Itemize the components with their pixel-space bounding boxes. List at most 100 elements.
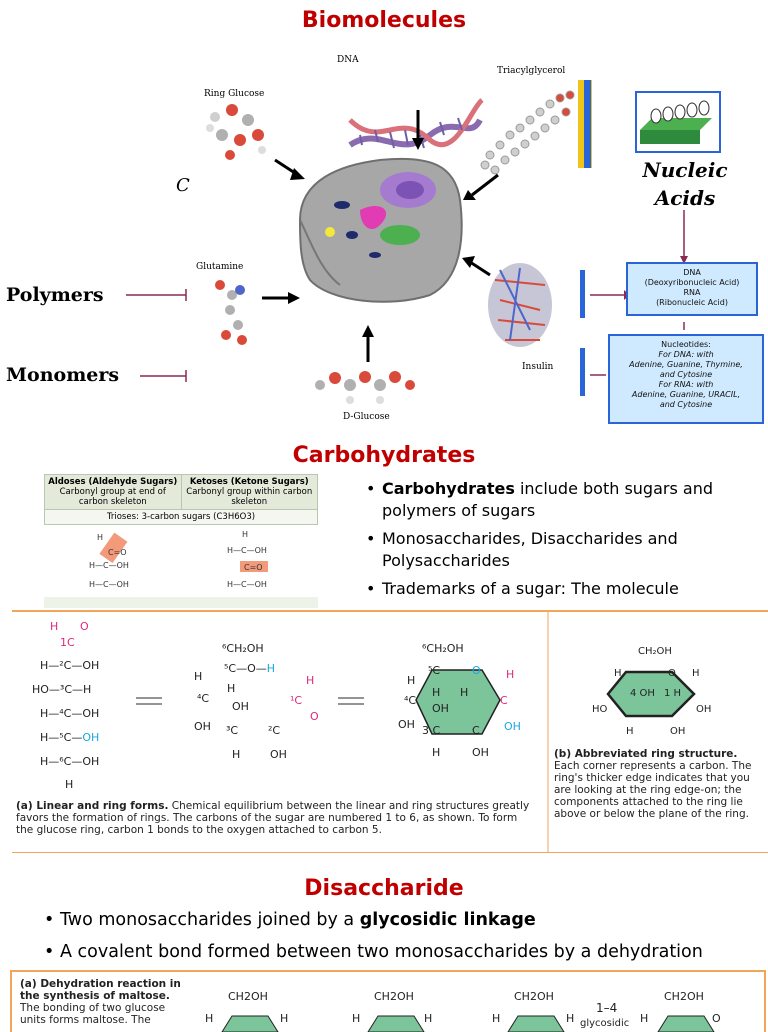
svg-text:H: H — [407, 674, 415, 687]
svg-text:H: H — [232, 748, 240, 761]
svg-text:H—⁵C—OH: H—⁵C—OH — [40, 731, 99, 744]
svg-text:H: H — [626, 726, 634, 737]
ketoses-title: Ketoses (Ketone Sugars) — [189, 477, 309, 487]
bullet-item: Carbohydrates include both sugars and po… — [366, 478, 726, 522]
svg-text:H: H — [566, 1012, 574, 1025]
dna-label: DNA — [337, 55, 359, 65]
maltose-caption: (a) Dehydration reaction in the synthesi… — [20, 978, 190, 1026]
box2-line: For RNA: with — [658, 380, 714, 389]
svg-text:OH: OH — [270, 748, 287, 761]
sugar-table: Aldoses (Aldehyde Sugars) Carbonyl group… — [44, 474, 318, 608]
ch2oh-label: CH2OH — [228, 990, 268, 1003]
svg-text:1C: 1C — [60, 636, 75, 649]
triacylglycerol-label: Triacylglycerol — [497, 66, 566, 76]
biomolecules-title: Biomolecules — [301, 8, 467, 33]
svg-text:H—C—OH: H—C—OH — [89, 561, 129, 570]
box2-line: and Cytosine — [659, 370, 713, 379]
box2-line: Adenine, Guanine, Thymine, — [629, 360, 743, 369]
svg-text:HO—³C—H: HO—³C—H — [32, 683, 91, 696]
bullet-text: A covalent bond formed between two monos… — [60, 942, 703, 962]
svg-text:OH: OH — [696, 704, 711, 715]
svg-text:H: H — [242, 530, 248, 539]
nucleic-acid-icon — [635, 91, 721, 153]
caption-a-text: Chemical equilibrium between the linear … — [16, 800, 530, 836]
svg-text:H: H — [227, 682, 235, 695]
svg-text:H: H — [506, 668, 514, 681]
bullet-bold: Carbohydrates — [382, 479, 515, 498]
svg-text:O: O — [712, 1012, 721, 1025]
svg-text:1 H: 1 H — [664, 688, 681, 699]
caption-a-bold: (a) Linear and ring forms. — [16, 800, 169, 812]
svg-text:OH: OH — [194, 720, 211, 733]
svg-text:H: H — [640, 1012, 648, 1025]
linkage-number: 1–4 — [596, 1001, 617, 1015]
caption-abbreviated-ring: (b) Abbreviated ring structure. Each cor… — [554, 748, 764, 820]
svg-text:⁶CH₂OH: ⁶CH₂OH — [222, 642, 264, 655]
carbohydrates-title: Carbohydrates — [292, 443, 476, 468]
d-glucose-image — [315, 371, 415, 404]
bullet-item: •A covalent bond formed between two mono… — [44, 942, 703, 962]
ketoses-header: Ketoses (Ketone Sugars) Carbonyl group w… — [180, 474, 318, 510]
svg-text:CH₂OH: CH₂OH — [638, 646, 672, 657]
bullet-item: Trademarks of a sugar: The molecule — [366, 578, 726, 600]
bullet-text: Monosaccharides, Disaccharides and Polys… — [382, 529, 678, 570]
svg-text:¹C: ¹C — [290, 694, 302, 707]
sugar-table-grid: Aldoses (Aldehyde Sugars) Carbonyl group… — [44, 474, 318, 525]
svg-text:O: O — [668, 668, 676, 679]
svg-text:OH: OH — [472, 746, 489, 759]
svg-text:H: H — [97, 533, 103, 542]
svg-text:H: H — [194, 670, 202, 683]
svg-text:H: H — [65, 778, 73, 791]
svg-text:H: H — [352, 1012, 360, 1025]
svg-text:H—C—OH: H—C—OH — [89, 580, 129, 589]
maltose-structures: CH2OH CH2OH CH2OH CH2OH 1–4 glycosidic H… — [205, 990, 721, 1032]
maltose-caption-bold: (a) Dehydration reaction in the synthesi… — [20, 978, 181, 1002]
svg-text:H—C—OH: H—C—OH — [227, 546, 267, 555]
ring-glucose-image — [206, 104, 266, 160]
svg-text:H: H — [432, 746, 440, 759]
svg-text:4 OH: 4 OH — [630, 688, 655, 699]
nucleic-title-line1: Nucleic — [642, 158, 728, 182]
svg-text:³C: ³C — [226, 724, 238, 737]
box2-line: For DNA: with — [658, 350, 714, 359]
dna-rna-box: DNA (Deoxyribonucleic Acid) RNA (Ribonuc… — [626, 262, 758, 316]
ring-glucose-label: Ring Glucose — [204, 89, 265, 99]
trioses-structures: H C=O H—C—OH H—C—OH H H—C—OH C=O H—C—OH — [44, 525, 318, 597]
caption-linear-ring: (a) Linear and ring forms. Chemical equi… — [16, 800, 536, 836]
svg-text:H—C—OH: H—C—OH — [227, 580, 267, 589]
cell-image — [298, 157, 463, 303]
svg-text:C=O: C=O — [108, 548, 127, 557]
maltose-caption-text: The bonding of two glucose units forms m… — [20, 1002, 166, 1026]
svg-text:OH: OH — [432, 702, 449, 715]
svg-text:H: H — [460, 686, 468, 699]
maltose-figure: (a) Dehydration reaction in the synthesi… — [10, 970, 766, 1032]
nucleic-acids-title: Nucleic Acids — [640, 156, 730, 212]
box2-line: and Cytosine — [659, 400, 713, 409]
glutamine-label: Glutamine — [196, 262, 244, 272]
box1-line: RNA — [683, 288, 701, 297]
svg-text:O: O — [80, 620, 89, 633]
biomolecules-diagram — [126, 80, 721, 404]
disaccharide-title: Disaccharide — [304, 876, 464, 901]
svg-text:C: C — [500, 694, 508, 707]
polymers-label: Polymers — [6, 284, 104, 306]
svg-text:OH: OH — [232, 700, 249, 713]
svg-text:H: H — [205, 1012, 213, 1025]
bullet-bold: glycosidic linkage — [359, 910, 536, 930]
svg-text:OH: OH — [398, 718, 415, 731]
svg-text:C: C — [472, 724, 480, 737]
caption-b-text: Each corner represents a carbon. The rin… — [554, 760, 752, 820]
glutamine-image — [215, 280, 247, 345]
svg-text:C=O: C=O — [244, 563, 263, 572]
svg-text:H: H — [492, 1012, 500, 1025]
bullet-text: Two monosaccharides joined by a — [60, 910, 360, 930]
svg-text:HO: HO — [592, 704, 608, 715]
box1-line: (Deoxyribonucleic Acid) — [644, 278, 740, 287]
svg-text:⁴C: ⁴C — [404, 694, 416, 707]
aldoses-title: Aldoses (Aldehyde Sugars) — [48, 477, 178, 487]
box2-line: Adenine, Guanine, URACIL, — [631, 390, 741, 399]
bullet-text: Trademarks of a sugar: The molecule — [382, 579, 679, 598]
bullet-item: •Two monosaccharides joined by a glycosi… — [44, 910, 536, 930]
